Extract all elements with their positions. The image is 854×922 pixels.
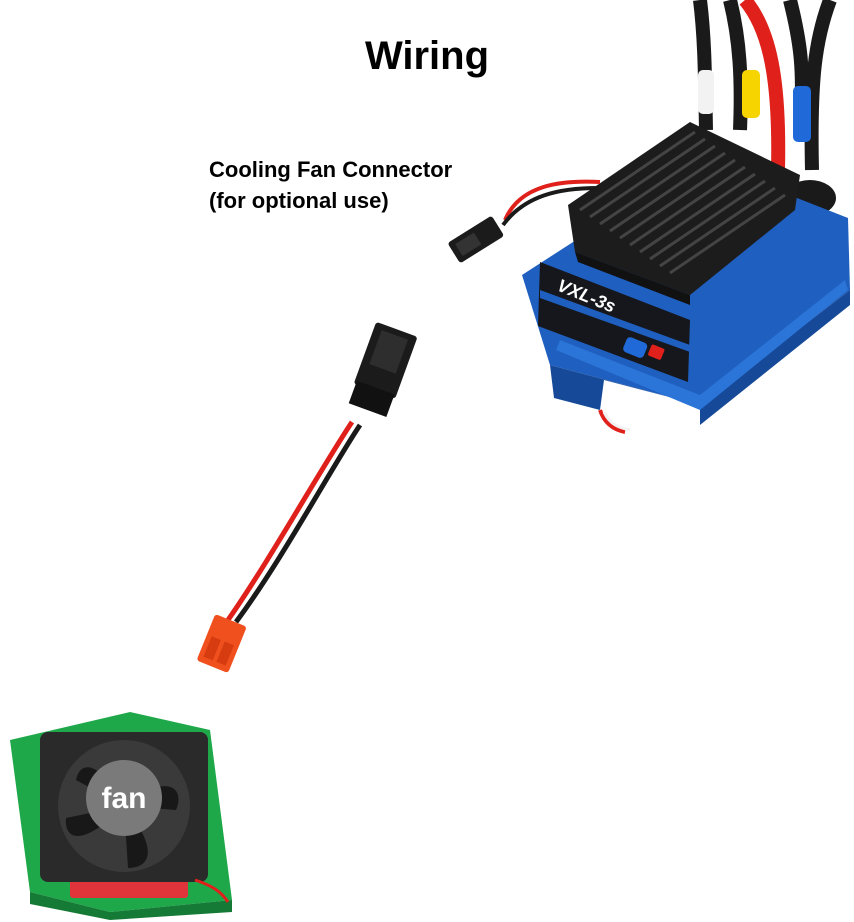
blue-wire-sleeve [793, 86, 811, 142]
esc-button [623, 337, 648, 358]
esc-fan-lead-red [503, 179, 601, 221]
fan-hub [86, 760, 162, 836]
esc-fan-connector [448, 216, 504, 263]
white-wire-sleeve [698, 70, 714, 114]
esc-fan-lead-black [501, 186, 599, 227]
esc-label-panel: VXL-3s [538, 262, 690, 382]
fan-adapter-cable [197, 322, 417, 673]
yellow-wire-sleeve [742, 70, 760, 118]
esc-unit: VXL-3s [448, 0, 850, 434]
adapter-servo-plug [348, 322, 417, 417]
adapter-black-wire [233, 423, 363, 624]
fan-connector-caption: Cooling Fan Connector (for optional use) [209, 154, 452, 216]
caption-line-2: (for optional use) [209, 188, 389, 213]
adapter-red-wire [225, 420, 355, 622]
fan-label: fan [102, 782, 147, 815]
esc-heatsink [568, 122, 800, 305]
adapter-jst-plug [197, 614, 246, 673]
page-title: Wiring [364, 34, 490, 78]
cooling-fan: fan [10, 712, 232, 920]
esc-led [648, 344, 665, 360]
esc-power-wires [693, 0, 837, 216]
caption-line-1: Cooling Fan Connector [209, 157, 453, 182]
